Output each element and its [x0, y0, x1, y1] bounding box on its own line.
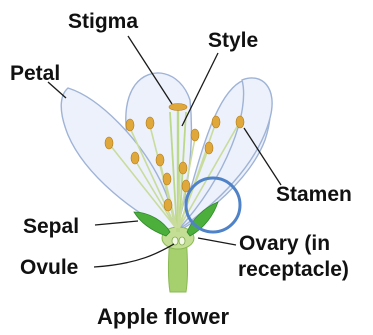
anther — [146, 117, 154, 129]
ovule — [172, 237, 178, 245]
style-leader — [182, 53, 218, 126]
ovule-leader — [94, 244, 174, 267]
anther — [126, 119, 134, 131]
diagram-caption: Apple flower — [97, 304, 229, 329]
anther — [191, 129, 199, 141]
label-ovule: Ovule — [20, 256, 78, 279]
anther — [212, 116, 220, 128]
label-petal: Petal — [10, 62, 60, 85]
ovary-leader — [198, 238, 236, 245]
anther — [164, 199, 172, 211]
ovule — [179, 237, 185, 245]
label-stamen: Stamen — [276, 183, 352, 206]
anther — [179, 162, 187, 174]
anther — [205, 142, 213, 154]
label-ovary-line2: receptacle) — [238, 258, 349, 281]
anther — [236, 116, 244, 128]
anther — [163, 173, 171, 185]
label-style: Style — [208, 29, 258, 52]
label-stigma: Stigma — [68, 10, 138, 33]
sepal-leader — [95, 221, 138, 225]
label-ovary-line1: Ovary (in — [239, 232, 330, 255]
anther — [156, 154, 164, 166]
anther — [105, 137, 113, 149]
stigma — [169, 104, 187, 111]
label-sepal: Sepal — [23, 215, 79, 238]
anther — [131, 152, 139, 164]
